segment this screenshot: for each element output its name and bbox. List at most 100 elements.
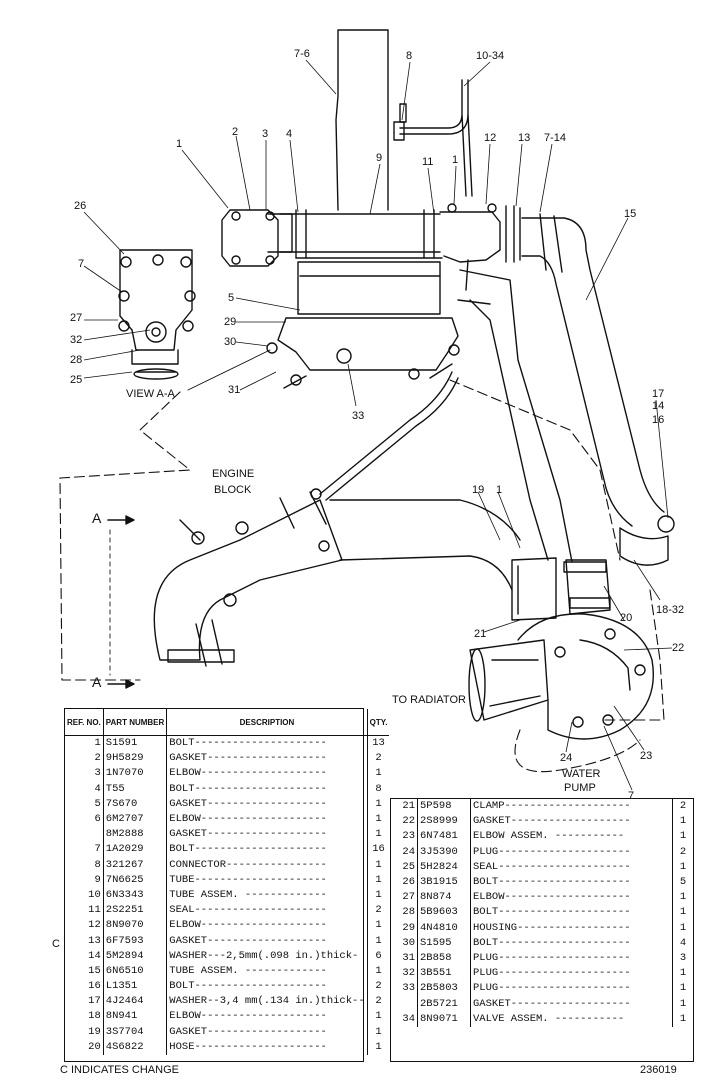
qty-cell: 1	[679, 982, 687, 995]
qty-cell: 2	[679, 845, 687, 858]
callout-8: 8	[406, 50, 413, 62]
part-number-cell: 7N6625	[103, 872, 168, 888]
ref-no-cell: 8	[65, 857, 104, 873]
qty-cell: 1	[679, 1012, 687, 1025]
tube-assembly-10	[399, 79, 473, 197]
section-arrow-a-bottom: A	[92, 674, 102, 690]
callout-9: 9	[376, 152, 383, 164]
elbow-to-radiator	[469, 639, 549, 721]
header-ref-no: REF. NO.	[65, 709, 104, 736]
callout-25: 25	[70, 374, 83, 386]
description-cell: BOLT---------------------	[166, 781, 368, 797]
ref-no-cell: 11	[65, 903, 104, 919]
ref-no-cell: 15	[65, 963, 104, 979]
qty-cell: 13	[372, 737, 385, 750]
description-cell: BOLT---------------------	[166, 735, 368, 752]
callout-1c: 1	[496, 484, 503, 496]
ref-no-cell	[391, 996, 418, 1012]
part-number-cell: 2S2251	[103, 903, 168, 919]
part-number-cell: 8M2888	[103, 827, 168, 843]
header-part-number: PART NUMBER	[103, 709, 168, 736]
ref-no-cell: 9	[65, 872, 104, 888]
qty-cell: 2	[679, 800, 687, 813]
qty-cell: 2	[375, 980, 382, 993]
ref-no-cell: 6	[65, 811, 104, 828]
part-number-cell: T55	[103, 781, 168, 797]
qty-cell: 1	[679, 967, 687, 980]
callout-7: 7	[78, 258, 85, 270]
hose-20	[565, 559, 611, 615]
qty-cell: 1	[679, 860, 687, 873]
callout-1b: 1	[452, 154, 459, 166]
callout-22: 22	[672, 642, 685, 654]
part-number-cell: 3S7704	[103, 1024, 168, 1040]
header-description: DESCRIPTION	[166, 709, 368, 736]
ref-no-cell: 33	[391, 981, 418, 997]
qty-cell: 1	[375, 873, 382, 886]
description-cell: VALVE ASSEM. -----------	[470, 1011, 673, 1027]
part-number-cell: 8N9071	[417, 1011, 471, 1027]
description-cell: GASKET-------------------	[166, 933, 368, 949]
block-label: BLOCK	[214, 484, 252, 496]
description-cell: ELBOW--------------------	[166, 766, 368, 782]
left-flange	[221, 209, 279, 267]
callout-26: 26	[74, 200, 87, 212]
part-number-cell: S1591	[103, 735, 168, 752]
description-cell: GASKET-------------------	[470, 996, 673, 1012]
ref-no-cell: 32	[391, 966, 418, 982]
description-cell: ELBOW--------------------	[470, 890, 673, 906]
callout-24: 24	[560, 752, 573, 764]
housing-29	[277, 317, 459, 371]
qty-cell: 1	[679, 830, 687, 843]
callout-28: 28	[70, 354, 83, 366]
part-number-cell: 1N7070	[103, 766, 168, 782]
callout-32: 32	[70, 334, 83, 346]
part-number-cell: 5P598	[417, 799, 471, 815]
part-number-cell: 6N7481	[417, 829, 471, 845]
stack-pipe	[335, 29, 389, 211]
qty-cell: 1	[375, 1010, 382, 1023]
ref-no-cell: 34	[391, 1011, 418, 1027]
pump-label: PUMP	[564, 782, 596, 794]
description-cell: BOLT---------------------	[166, 842, 368, 858]
qty-cell: 2	[375, 752, 382, 765]
ref-no-cell: 3	[65, 766, 104, 782]
ref-no-cell: 18	[65, 1009, 104, 1025]
ref-no-cell: 4	[65, 781, 104, 797]
description-cell: HOUSING------------------	[470, 920, 673, 936]
description-cell: WASHER---2,5mm(.098 in.)thick-	[166, 948, 368, 964]
callout-23: 23	[640, 750, 653, 762]
water-label: WATER	[562, 768, 601, 780]
ref-no-cell: 25	[391, 859, 418, 875]
qty-cell: 1	[679, 921, 687, 934]
qty-cell: 8	[375, 782, 382, 795]
qty-cell: 1	[375, 828, 382, 841]
qty-cell: 1	[375, 797, 382, 810]
description-cell: BOLT---------------------	[470, 935, 673, 951]
part-number-cell: 5B9603	[417, 905, 471, 921]
qty-cell: 1	[375, 1040, 382, 1053]
description-cell: GASKET-------------------	[166, 796, 368, 812]
description-cell: TUBE---------------------	[166, 872, 368, 888]
description-cell: SEAL---------------------	[470, 859, 673, 875]
ref-no-cell: 14	[65, 948, 104, 964]
part-number-cell: 2B5721	[417, 996, 471, 1012]
section-arrow-a-top: A	[92, 510, 102, 526]
part-number-cell: 2S8999	[417, 814, 471, 830]
ref-no-cell: 23	[391, 829, 418, 845]
